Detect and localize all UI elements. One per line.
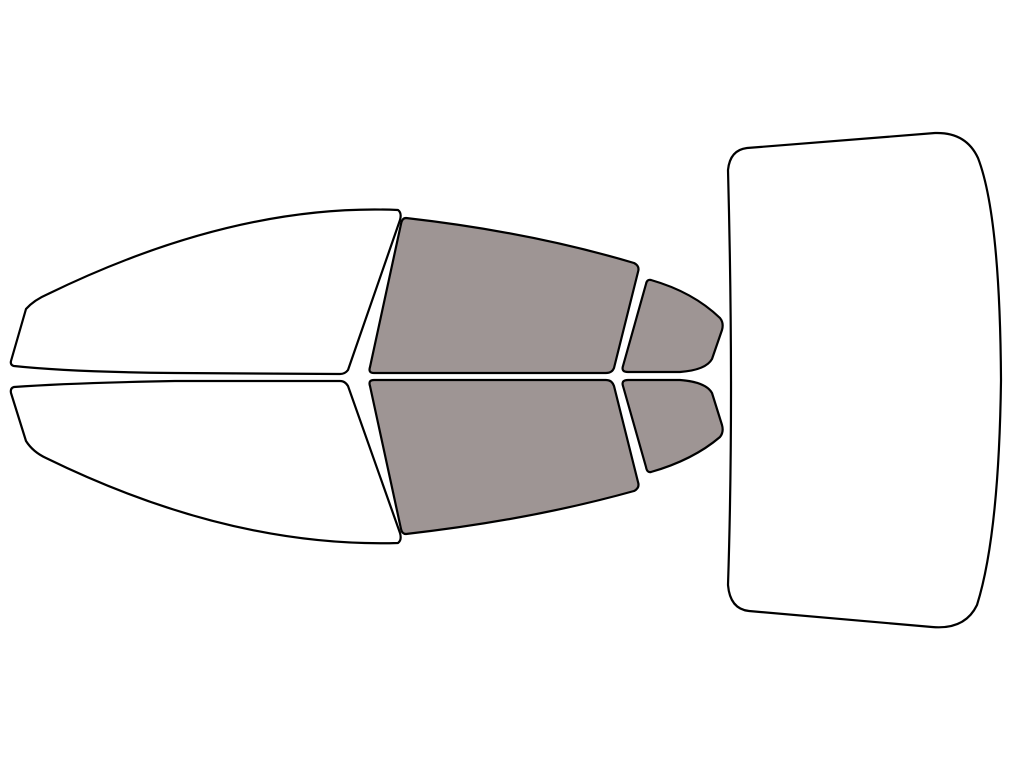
front-windshield-lower-half[interactable] bbox=[9, 379, 402, 545]
rear-door-window-left[interactable] bbox=[621, 278, 724, 374]
front-door-window-right[interactable] bbox=[368, 378, 640, 536]
rear-windshield[interactable] bbox=[726, 131, 1003, 629]
front-door-window-left[interactable] bbox=[368, 216, 640, 375]
front-windshield-upper-half[interactable] bbox=[9, 208, 402, 376]
rear-door-window-right[interactable] bbox=[621, 378, 724, 474]
